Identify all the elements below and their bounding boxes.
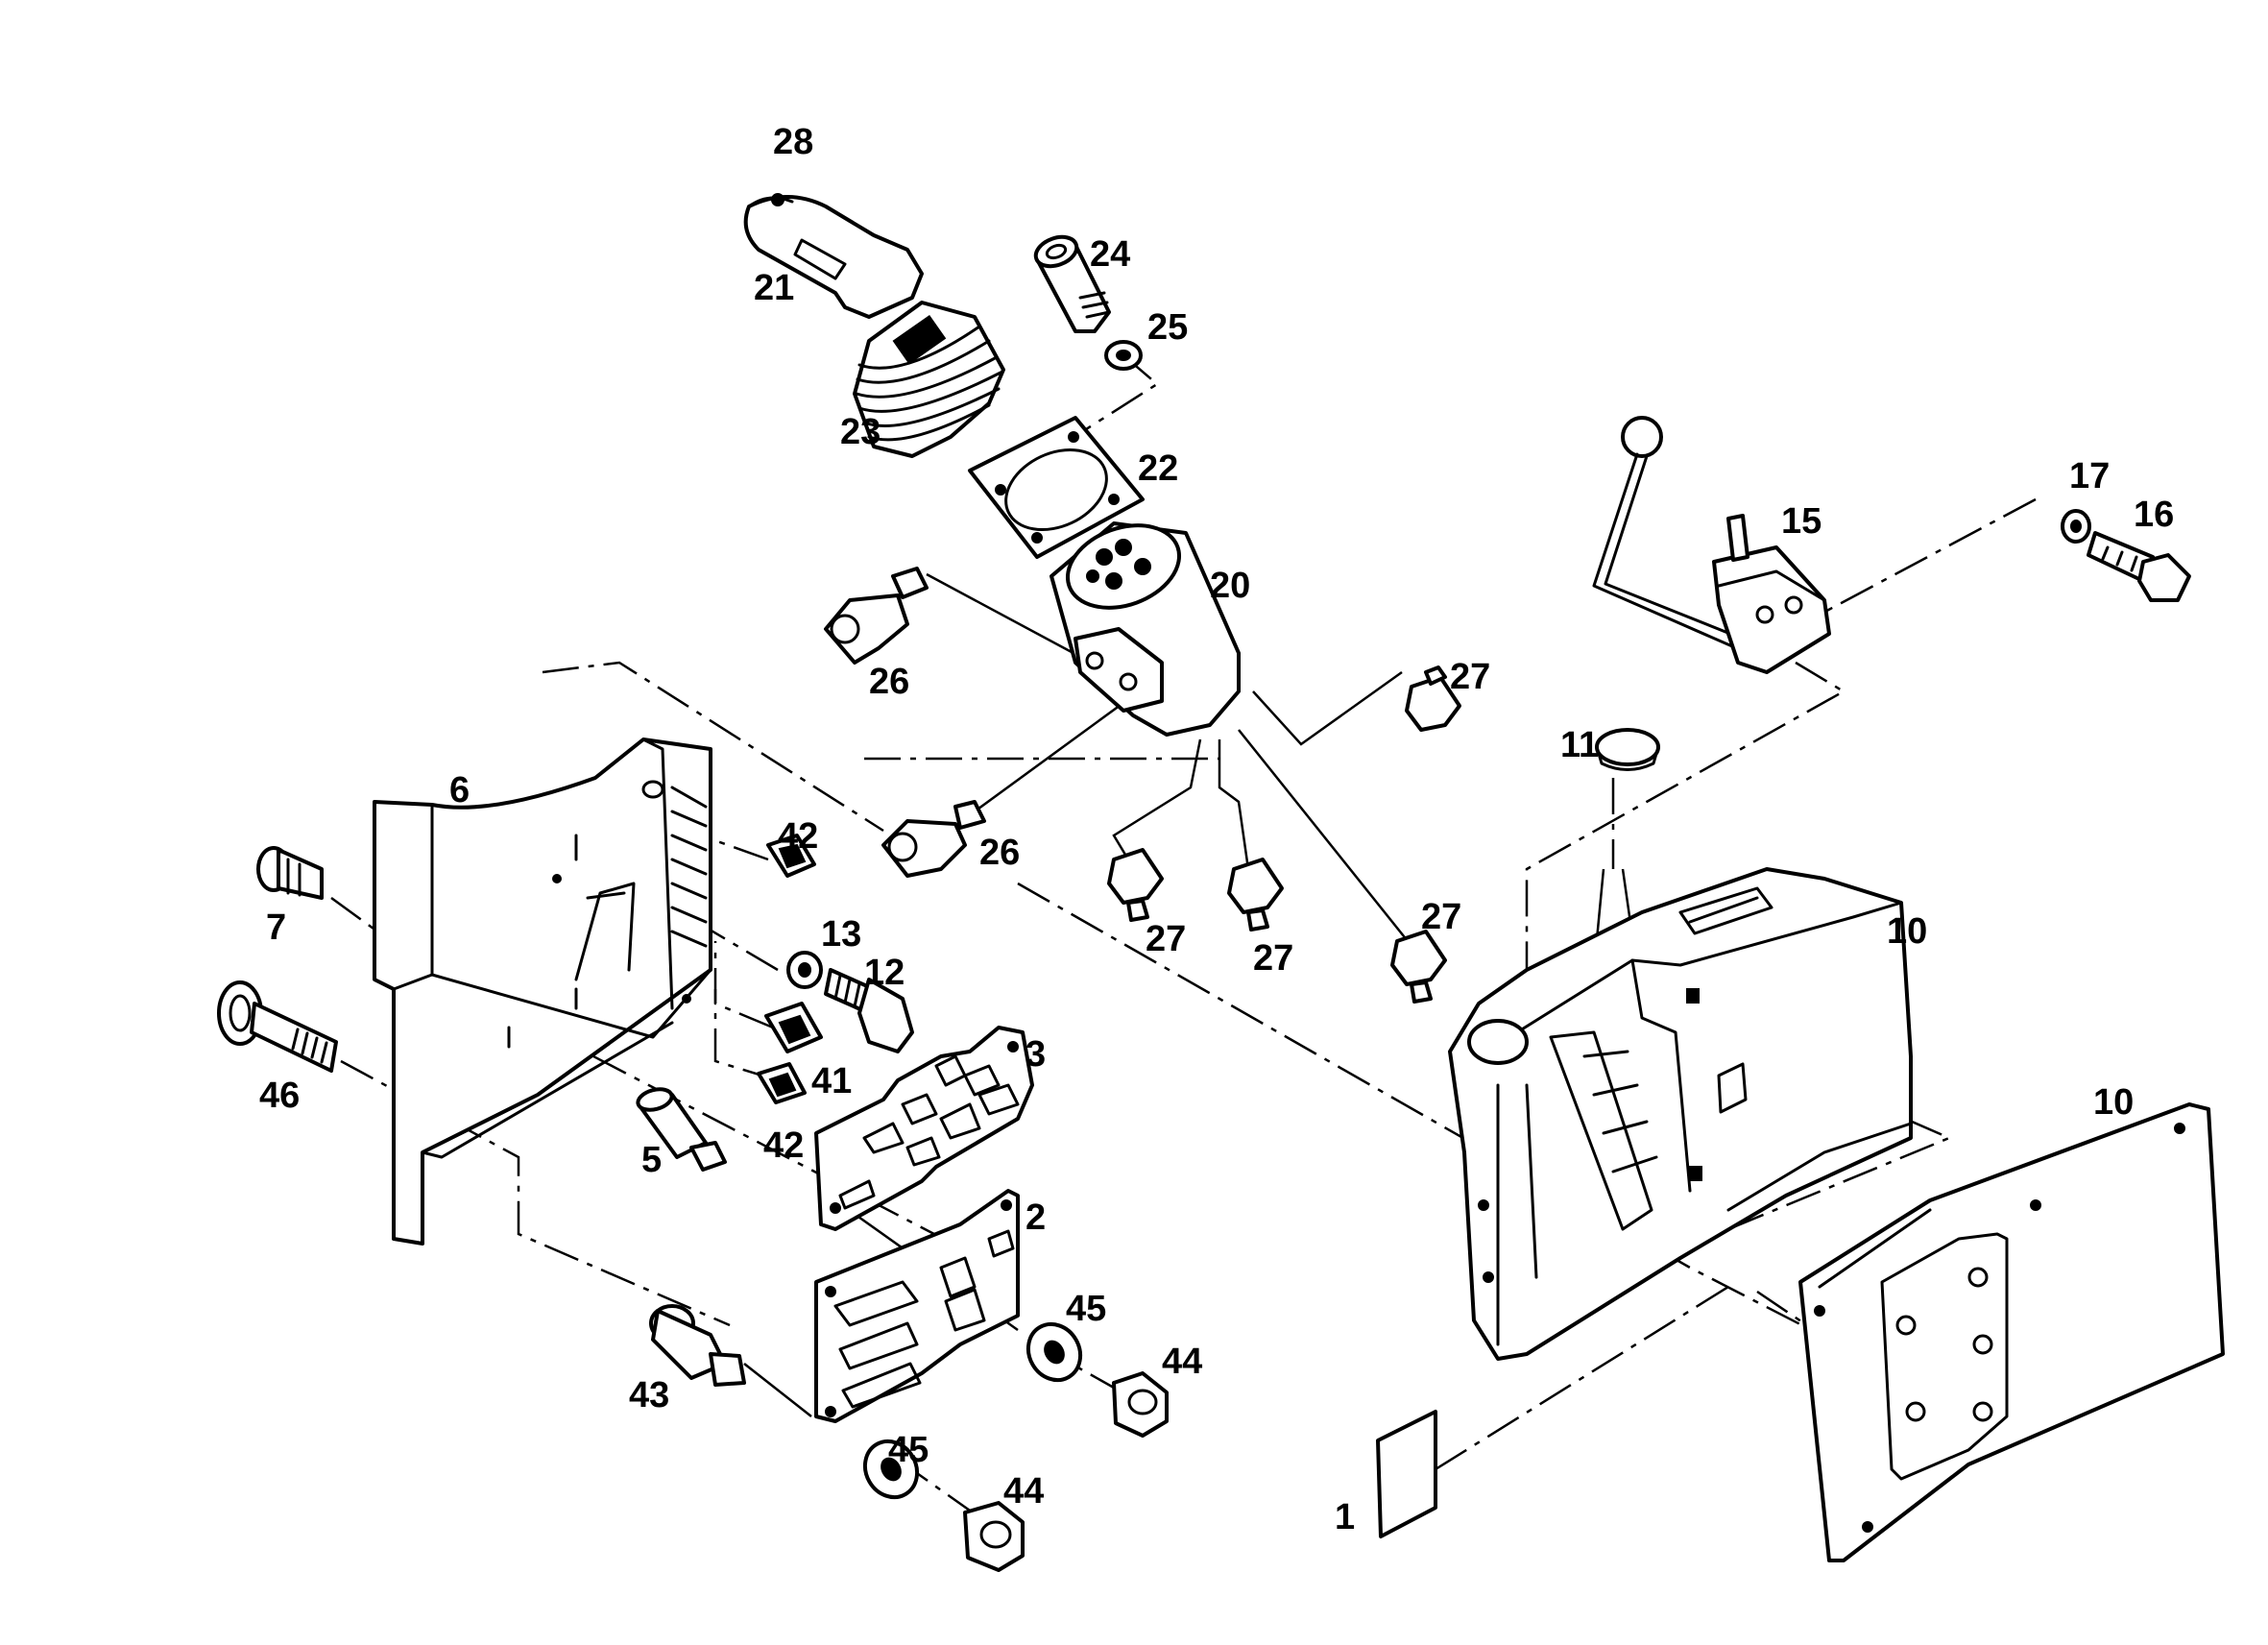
callout-45b: 45 (888, 1430, 929, 1470)
washer-45-lower (862, 1439, 920, 1500)
callout-17: 17 (2069, 456, 2110, 496)
elbow-fitting-26-upper (824, 567, 929, 665)
circuit-board-2 (814, 1189, 1020, 1423)
lever-switch (1592, 416, 1831, 674)
callout-44a: 44 (1162, 1342, 1202, 1382)
callout-1: 1 (1335, 1497, 1355, 1537)
callout-23: 23 (840, 412, 881, 452)
circuit-board-3 (814, 1026, 1034, 1231)
elbow-fitting-26-lower (881, 800, 986, 878)
callout-46: 46 (259, 1076, 300, 1116)
flange-plate (968, 416, 1145, 559)
nut-44-upper (1112, 1371, 1169, 1438)
callout-11: 11 (1560, 725, 1599, 765)
callout-28: 28 (773, 122, 813, 162)
callout-15: 15 (1781, 501, 1822, 542)
cover-10 (1798, 1102, 2225, 1562)
callout-21: 21 (754, 268, 794, 308)
callout-12: 12 (864, 953, 905, 993)
housing-10 (1448, 867, 1913, 1361)
spacer-5 (636, 1087, 727, 1172)
callout-27c: 27 (1253, 938, 1293, 979)
spacer-43 (649, 1304, 746, 1387)
grommet-11 (1595, 728, 1660, 771)
screw-12 (824, 968, 914, 1053)
callout-27d: 27 (1421, 897, 1461, 937)
washer-13 (786, 951, 823, 989)
callout-20: 20 (1210, 566, 1250, 606)
fitting-27-d (1390, 930, 1447, 1004)
callout-5: 5 (641, 1140, 662, 1180)
washer-17 (2061, 509, 2091, 544)
callout-10a: 10 (1887, 911, 1927, 952)
washer-45-upper (1025, 1321, 1083, 1383)
fitting-27-c (1227, 858, 1284, 931)
callout-26b: 26 (979, 833, 1020, 873)
callout-45a: 45 (1066, 1289, 1106, 1329)
callout-26a: 26 (869, 662, 909, 702)
callout-42b: 42 (763, 1125, 804, 1166)
callout-44b: 44 (1003, 1471, 1044, 1512)
fitting-27-b (1107, 848, 1164, 922)
callout-10b: 10 (2093, 1082, 2134, 1123)
clip-42-upper (766, 834, 816, 878)
callout-43: 43 (629, 1375, 669, 1415)
screw-24 (1033, 234, 1111, 333)
bolt-16 (2087, 531, 2191, 602)
nut-44-lower (963, 1501, 1025, 1572)
callout-24: 24 (1090, 234, 1130, 275)
callout-42a: 42 (778, 816, 818, 857)
callout-16: 16 (2134, 495, 2174, 535)
callout-6: 6 (449, 770, 470, 810)
callout-27a: 27 (1450, 657, 1490, 697)
joystick-handle (743, 193, 924, 319)
clip-42-lower (757, 1062, 807, 1104)
clip-41 (764, 1002, 823, 1053)
callout-41: 41 (811, 1061, 852, 1101)
screw-7 (256, 846, 324, 900)
callout-labels: 28 21 24 25 23 22 20 26 26 27 27 27 27 1… (259, 122, 2174, 1537)
label-1 (1376, 1410, 1437, 1538)
callout-22: 22 (1138, 448, 1178, 489)
callout-7: 7 (266, 907, 286, 948)
callout-2: 2 (1025, 1197, 1046, 1238)
bolt-46 (217, 980, 338, 1073)
fitting-27-a (1405, 665, 1461, 732)
callout-13: 13 (821, 914, 861, 955)
mounting-plate-6 (373, 738, 712, 1246)
washer-25 (1104, 340, 1143, 371)
callout-27b: 27 (1146, 919, 1186, 959)
control-valve-body (1050, 521, 1241, 737)
callout-3: 3 (1025, 1034, 1046, 1075)
rubber-boot (853, 301, 1005, 458)
callout-25: 25 (1147, 307, 1188, 348)
